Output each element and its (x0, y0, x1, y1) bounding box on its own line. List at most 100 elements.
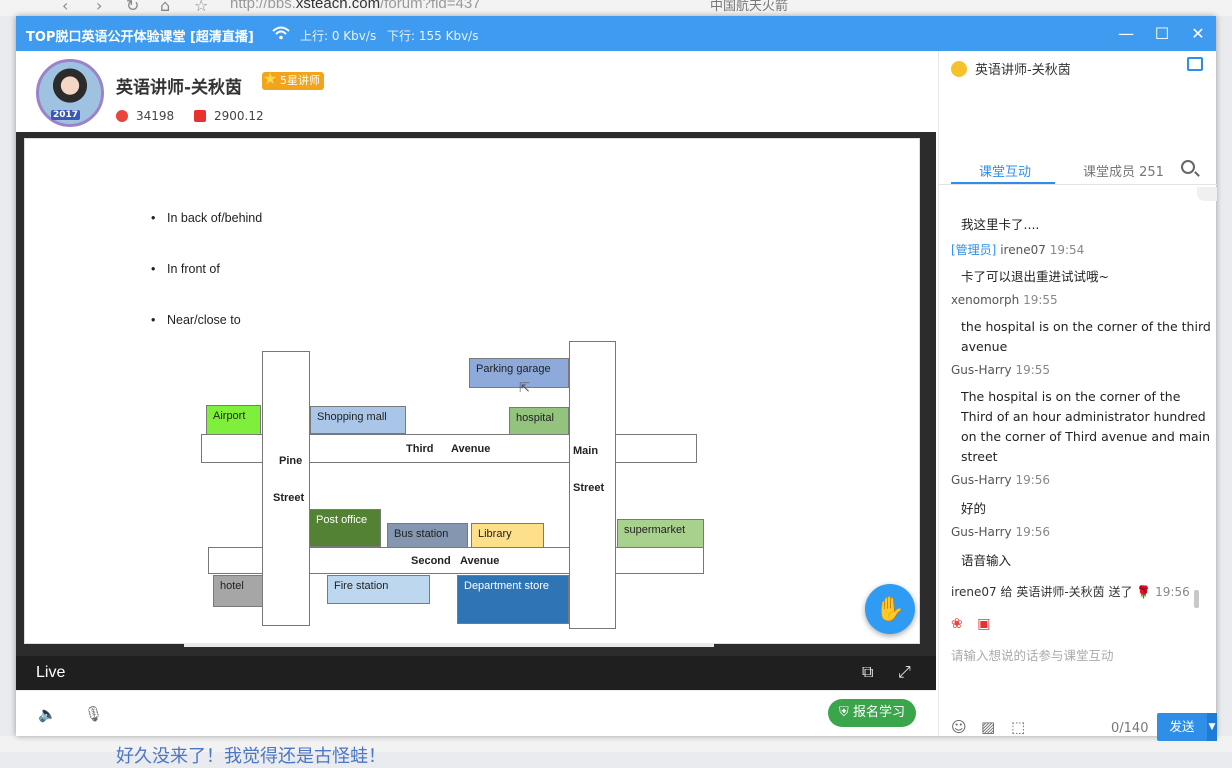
teacher-header: 2017 英语讲师-关秋茵 ★5星讲师 34198 2900.12 (16, 51, 936, 133)
gift-sent-text: 送了 (1108, 585, 1133, 599)
red-packet-icon (194, 110, 206, 122)
library-box: Library (471, 523, 544, 548)
signup-label: 报名学习 (852, 705, 905, 720)
avatar-year-badge: 2017 (51, 110, 81, 120)
chat-user[interactable]: xenomorph (951, 293, 1020, 307)
chat-user[interactable]: irene07 (1000, 243, 1046, 257)
pine-label: Pine (279, 455, 303, 467)
chat-time: 19:54 (1049, 243, 1085, 257)
minimize-button[interactable]: — (1118, 24, 1134, 43)
panel-tabs: 课堂互动 课堂成员 251 (939, 151, 1217, 185)
gift-toolbar: ❀ ▣ (951, 616, 1000, 632)
back-icon[interactable]: ‹ (62, 0, 69, 15)
chat-time: 19:55 (1015, 363, 1051, 377)
browser-toolbar: ‹ › ↻ ⌂ ☆ http://bbs.xsteach.com/forum?f… (0, 0, 1232, 16)
level-badge-label: 5星讲师 (280, 74, 320, 87)
red-packet-value: 2900.12 (214, 109, 264, 123)
notice-flag-icon[interactable] (1197, 187, 1217, 201)
gift-sender[interactable]: irene07 (951, 585, 997, 599)
medal-icon (951, 61, 967, 77)
admin-tag: [管理员] (951, 243, 997, 257)
background-post-title: 好久没来了！我觉得还是古怪蛙！ (116, 746, 386, 767)
popout-icon[interactable]: ⧉ (862, 662, 874, 681)
gift-time: 19:56 (1155, 585, 1190, 599)
main-street-label: Street (573, 482, 605, 494)
flower-count-value: 34198 (136, 109, 175, 123)
microphone-icon[interactable]: 🎙 (84, 705, 104, 723)
shield-icon: ⛨ (839, 705, 853, 720)
browser-tab-hint[interactable]: 中国航天火箭 (710, 0, 789, 14)
window-titlebar: TOP脱口英语公开体验课堂 [超清直播] 上行: 0 Kbv/s 下行: 155… (16, 16, 1216, 51)
chat-list[interactable]: 我这里卡了.... [管理员] irene07 19:54 卡了可以退出重进试试… (939, 201, 1211, 599)
chat-input[interactable]: 请输入想说的话参与课堂互动 (951, 648, 1114, 663)
address-bar[interactable]: http://bbs.xsteach.com/forum?fid=437 (230, 0, 481, 12)
chat-user[interactable]: Gus-Harry (951, 525, 1012, 539)
signup-button[interactable]: ⛨ 报名学习 (828, 699, 916, 727)
close-button[interactable]: ✕ (1191, 24, 1205, 43)
send-options-dropdown[interactable]: ▼ (1207, 713, 1217, 741)
window-title: TOP脱口英语公开体验课堂 [超清直播] (26, 30, 254, 45)
search-icon[interactable] (1181, 160, 1195, 174)
fullscreen-icon[interactable]: ⤢ (898, 662, 911, 681)
gift-notice: irene07 给 英语讲师-关秋茵 送了 🌹 19:56 (951, 583, 1190, 600)
interaction-panel: 英语讲师-关秋茵 课堂互动 课堂成员 251 我这里卡了.... [管理员] i… (938, 51, 1217, 741)
chat-meta: Gus-Harry 19:56 (951, 473, 1050, 487)
image-icon[interactable]: ▨ (981, 718, 996, 736)
chat-meta: xenomorph 19:55 (951, 293, 1058, 307)
teacher-avatar[interactable]: 2017 (36, 59, 104, 127)
chat-meta: Gus-Harry 19:56 (951, 525, 1050, 539)
background-page: 好久没来了！我觉得还是古怪蛙！ (0, 736, 1232, 767)
emoji-icon[interactable]: ☺ (951, 718, 967, 736)
slide-bullet: Near/close to (151, 313, 241, 327)
department-store-box: Department store (457, 575, 569, 624)
teacher-name: 英语讲师-关秋茵 (116, 78, 243, 98)
post-office-box: Post office (309, 509, 381, 547)
chat-meta: [管理员] irene07 19:54 (951, 241, 1084, 258)
favorite-star-icon[interactable]: ☆ (194, 0, 209, 15)
live-control-bar: Live ⧉ ⤢ (16, 656, 936, 690)
slide-footer-line (184, 643, 714, 647)
maximize-button[interactable]: ☐ (1154, 24, 1170, 43)
shopping-mall-box: Shopping mall (310, 406, 406, 434)
send-button[interactable]: 发送 (1157, 713, 1207, 741)
mouse-pointer-icon: ⇱ (519, 381, 530, 396)
raise-hand-button[interactable]: ✋ (865, 584, 915, 634)
second-label: Second (411, 555, 451, 567)
red-packet-gift-icon[interactable]: ▣ (977, 616, 991, 632)
classroom-window: TOP脱口英语公开体验课堂 [超清直播] 上行: 0 Kbv/s 下行: 155… (16, 16, 1217, 741)
chat-scrollbar[interactable] (1194, 590, 1199, 608)
speaker-icon[interactable]: 🔈 (38, 705, 57, 723)
airport-box: Airport (206, 405, 261, 435)
chat-time: 19:56 (1015, 473, 1051, 487)
slide-bullet: In back of/behind (151, 211, 262, 225)
active-tab-indicator (951, 182, 1055, 184)
live-stage: In back of/behind In front of Near/close… (16, 132, 936, 690)
chat-message: 我这里卡了.... (961, 217, 1040, 232)
chat-user[interactable]: Gus-Harry (951, 473, 1012, 487)
level-badge: ★5星讲师 (262, 70, 324, 90)
slide-bullet: In front of (151, 262, 220, 276)
supermarket-box: supermarket (617, 519, 704, 548)
main-label: Main (573, 445, 599, 457)
flower-gift-icon[interactable]: ❀ (951, 616, 963, 632)
tab-class-interaction[interactable]: 课堂互动 (979, 165, 1032, 180)
chat-message: 语音输入 (961, 553, 1012, 568)
panel-host: 英语讲师-关秋茵 (951, 59, 1071, 78)
refresh-icon[interactable]: ↻ (126, 0, 140, 15)
home-icon[interactable]: ⌂ (160, 0, 171, 15)
panel-host-name: 英语讲师-关秋茵 (975, 63, 1071, 78)
tab-class-members[interactable]: 课堂成员 251 (1083, 165, 1164, 180)
pine-street-road (262, 351, 310, 626)
rose-icon: 🌹 (1136, 585, 1152, 599)
url-path: /forum?fid=437 (380, 0, 481, 12)
live-label: Live (36, 664, 66, 681)
flower-count: 34198 (116, 109, 174, 123)
chat-user[interactable]: Gus-Harry (951, 363, 1012, 377)
screenshot-icon[interactable]: ⬚ (1011, 718, 1026, 736)
bus-station-box: Bus station (387, 523, 468, 548)
screen-share-icon[interactable] (1187, 57, 1203, 71)
forward-icon[interactable]: › (96, 0, 103, 15)
chat-message: The hospital is on the corner of the Thi… (961, 389, 1211, 464)
pine-street-label: Street (273, 492, 305, 504)
upload-speed: 上行: 0 Kbv/s (300, 29, 377, 43)
